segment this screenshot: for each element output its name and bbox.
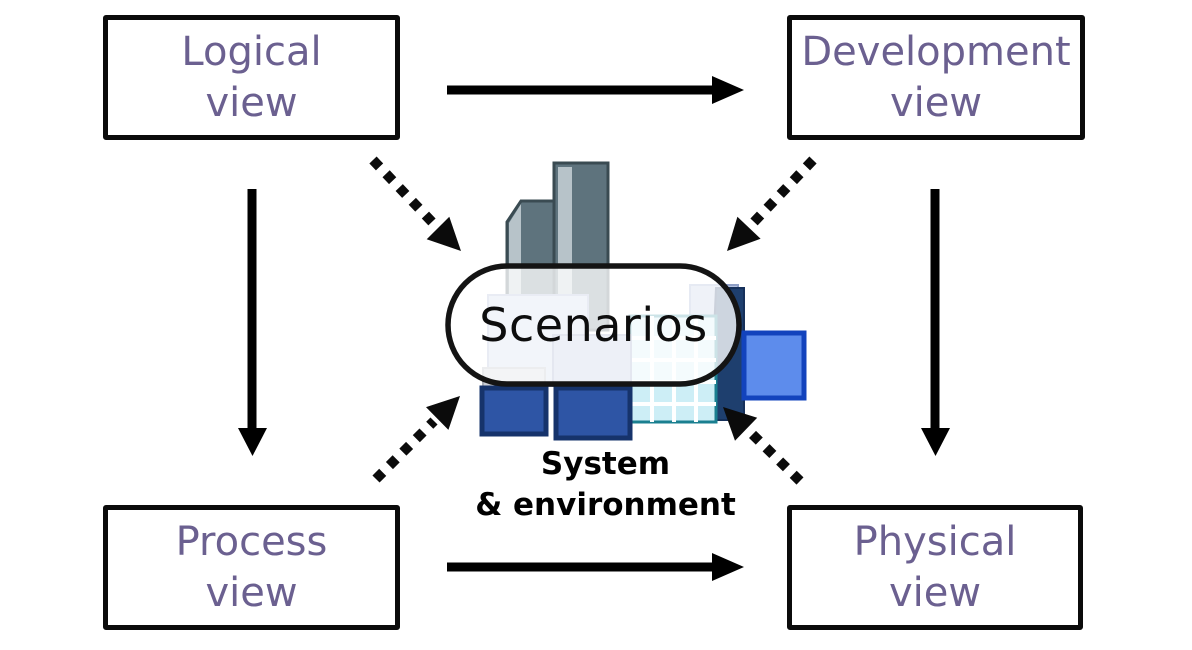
caption-line2: & environment <box>475 487 736 523</box>
physical-view-box: Physical view <box>787 505 1083 630</box>
arrow-logical-to-development <box>447 76 744 104</box>
process-view-label-line2: view <box>205 569 298 616</box>
dashed-arrow-development-to-scenarios <box>727 156 817 251</box>
process-view-label-line1: Process <box>175 518 328 565</box>
logical-view-label-line1: Logical <box>181 28 322 75</box>
development-view-box: Development view <box>787 15 1085 140</box>
scenarios-pill <box>445 263 742 387</box>
scenarios-label: Scenarios <box>479 298 708 352</box>
dashed-arrow-logical-to-scenarios <box>369 156 461 251</box>
logical-view-box: Logical view <box>103 15 400 140</box>
physical-view-label-line1: Physical <box>853 518 1017 565</box>
system-environment-caption: System & environment <box>418 444 793 526</box>
dashed-arrow-process-to-scenarios <box>372 396 460 483</box>
development-view-label-line1: Development <box>801 28 1071 75</box>
arrow-process-to-physical <box>447 553 744 581</box>
caption-line1: System <box>540 446 671 482</box>
arrow-development-to-physical <box>921 189 950 456</box>
arrow-logical-to-process <box>238 189 267 456</box>
development-view-label-line2: view <box>889 79 983 126</box>
process-view-box: Process view <box>103 505 400 630</box>
physical-view-label-line2: view <box>888 569 982 616</box>
logical-view-label-line2: view <box>205 79 298 126</box>
dashed-arrow-physical-to-scenarios <box>723 407 804 485</box>
